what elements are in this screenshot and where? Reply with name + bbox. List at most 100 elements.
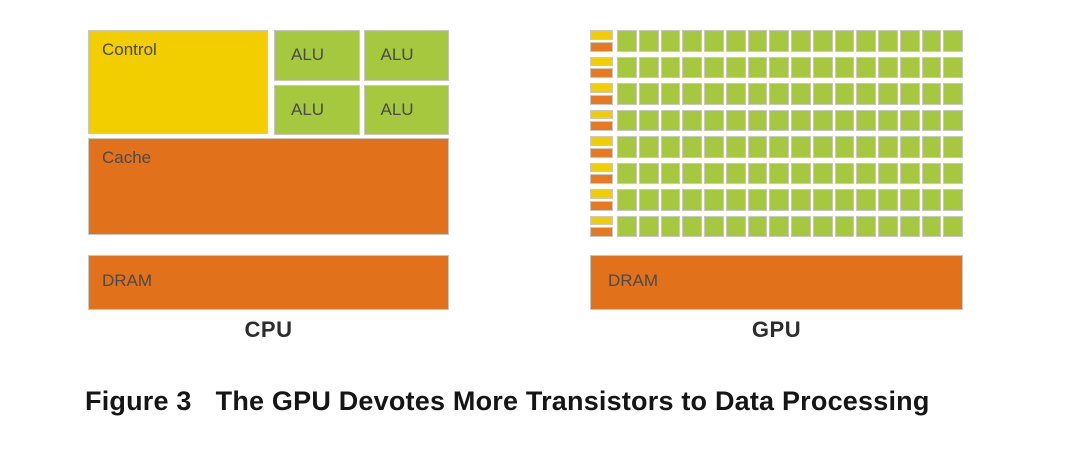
gpu-row-control-cache-cell (590, 189, 613, 211)
gpu-alu-cell (856, 162, 876, 184)
cpu-alu-box: ALU (363, 30, 449, 81)
gpu-alu-cell (617, 136, 637, 158)
gpu-cache-block (590, 227, 613, 237)
gpu-alu-row-grid (617, 136, 963, 158)
gpu-alu-cell (856, 56, 876, 78)
gpu-alu-cell (769, 136, 789, 158)
gpu-alu-cell (791, 109, 811, 131)
gpu-alu-cell (638, 136, 659, 158)
gpu-alu-cell (921, 189, 942, 211)
gpu-alu-cell (812, 83, 833, 105)
gpu-alu-cell (638, 56, 659, 78)
gpu-alu-cell (704, 162, 724, 184)
gpu-alu-cell (791, 189, 811, 211)
gpu-alu-cell (899, 30, 920, 52)
gpu-alu-cell (747, 136, 768, 158)
gpu-alu-cell (791, 136, 811, 158)
gpu-alu-cell (812, 30, 833, 52)
gpu-cache-block (590, 68, 613, 78)
gpu-cache-block (590, 41, 613, 52)
gpu-alu-cell (834, 162, 855, 184)
gpu-alu-cell (617, 189, 637, 211)
gpu-alu-cell (791, 56, 811, 78)
gpu-control-block (590, 162, 613, 173)
gpu-alu-cell (812, 189, 833, 211)
gpu-alu-cell (856, 215, 876, 237)
gpu-cache-block (590, 147, 613, 158)
gpu-alu-cell (856, 109, 876, 131)
gpu-alu-cell (921, 30, 942, 52)
gpu-alu-cell (791, 30, 811, 52)
gpu-alu-cell (921, 136, 942, 158)
gpu-alu-cell (704, 109, 724, 131)
gpu-core-row (590, 215, 963, 237)
gpu-alu-cell (943, 189, 963, 211)
gpu-alu-cell (617, 162, 637, 184)
gpu-alu-row-grid (617, 215, 963, 237)
gpu-control-block (590, 83, 613, 93)
gpu-alu-cell (834, 83, 855, 105)
gpu-alu-row-grid (617, 30, 963, 52)
gpu-alu-cell (682, 162, 702, 184)
gpu-row-control-cache-cell (590, 83, 613, 105)
gpu-alu-cell (725, 30, 746, 52)
gpu-alu-cell (704, 56, 724, 78)
gpu-alu-row-grid (617, 189, 963, 211)
gpu-alu-cell (791, 215, 811, 237)
gpu-row-control-cache-cell (590, 215, 613, 237)
cpu-alu-label: ALU (380, 45, 414, 65)
cpu-control-label: Control (102, 40, 157, 59)
gpu-cache-block (590, 94, 613, 105)
gpu-alu-cell (812, 162, 833, 184)
gpu-cache-block (590, 121, 613, 131)
gpu-alu-cell (856, 136, 876, 158)
gpu-control-block (590, 136, 613, 146)
cpu-cache-box: Cache (88, 138, 449, 235)
gpu-alu-cell (747, 109, 768, 131)
gpu-alu-cell (769, 30, 789, 52)
gpu-alu-cell (617, 83, 637, 105)
gpu-alu-cell (638, 109, 659, 131)
gpu-alu-cell (704, 189, 724, 211)
gpu-alu-cell (769, 162, 789, 184)
gpu-alu-cell (747, 189, 768, 211)
gpu-alu-cell (921, 83, 942, 105)
gpu-alu-cell (791, 162, 811, 184)
gpu-alu-cell (899, 56, 920, 78)
gpu-alu-cell (682, 189, 702, 211)
gpu-cache-block (590, 200, 613, 211)
gpu-alu-cell (747, 215, 768, 237)
gpu-alu-cell (921, 56, 942, 78)
gpu-alu-cell (704, 30, 724, 52)
gpu-alu-cell (725, 215, 746, 237)
gpu-core-row (590, 162, 963, 184)
gpu-alu-cell (899, 83, 920, 105)
gpu-alu-cell (769, 189, 789, 211)
gpu-control-block (590, 189, 613, 199)
cpu-title: CPU (244, 317, 293, 342)
gpu-alu-cell (812, 215, 833, 237)
gpu-alu-cell (856, 83, 876, 105)
gpu-core-row (590, 30, 963, 52)
gpu-alu-cell (660, 30, 681, 52)
gpu-alu-row-grid (617, 109, 963, 131)
gpu-alu-cell (943, 215, 963, 237)
cpu-alu-label: ALU (291, 45, 325, 65)
caption-title: The GPU Devotes More Transistors to Data… (215, 386, 930, 416)
gpu-alu-cell (725, 162, 746, 184)
gpu-alu-cell (791, 83, 811, 105)
gpu-alu-cell (834, 109, 855, 131)
gpu-alu-cell (769, 83, 789, 105)
gpu-core-row (590, 189, 963, 211)
gpu-alu-cell (899, 109, 920, 131)
gpu-alu-cell (943, 83, 963, 105)
gpu-alu-cell (878, 189, 898, 211)
gpu-alu-cell (899, 215, 920, 237)
gpu-title: GPU (751, 317, 802, 342)
cpu-alu-label: ALU (380, 99, 414, 119)
gpu-alu-cell (660, 189, 681, 211)
gpu-core-rows (590, 30, 963, 237)
figure-caption: Figure 3 The GPU Devotes More Transistor… (85, 386, 930, 417)
gpu-alu-cell (878, 215, 898, 237)
